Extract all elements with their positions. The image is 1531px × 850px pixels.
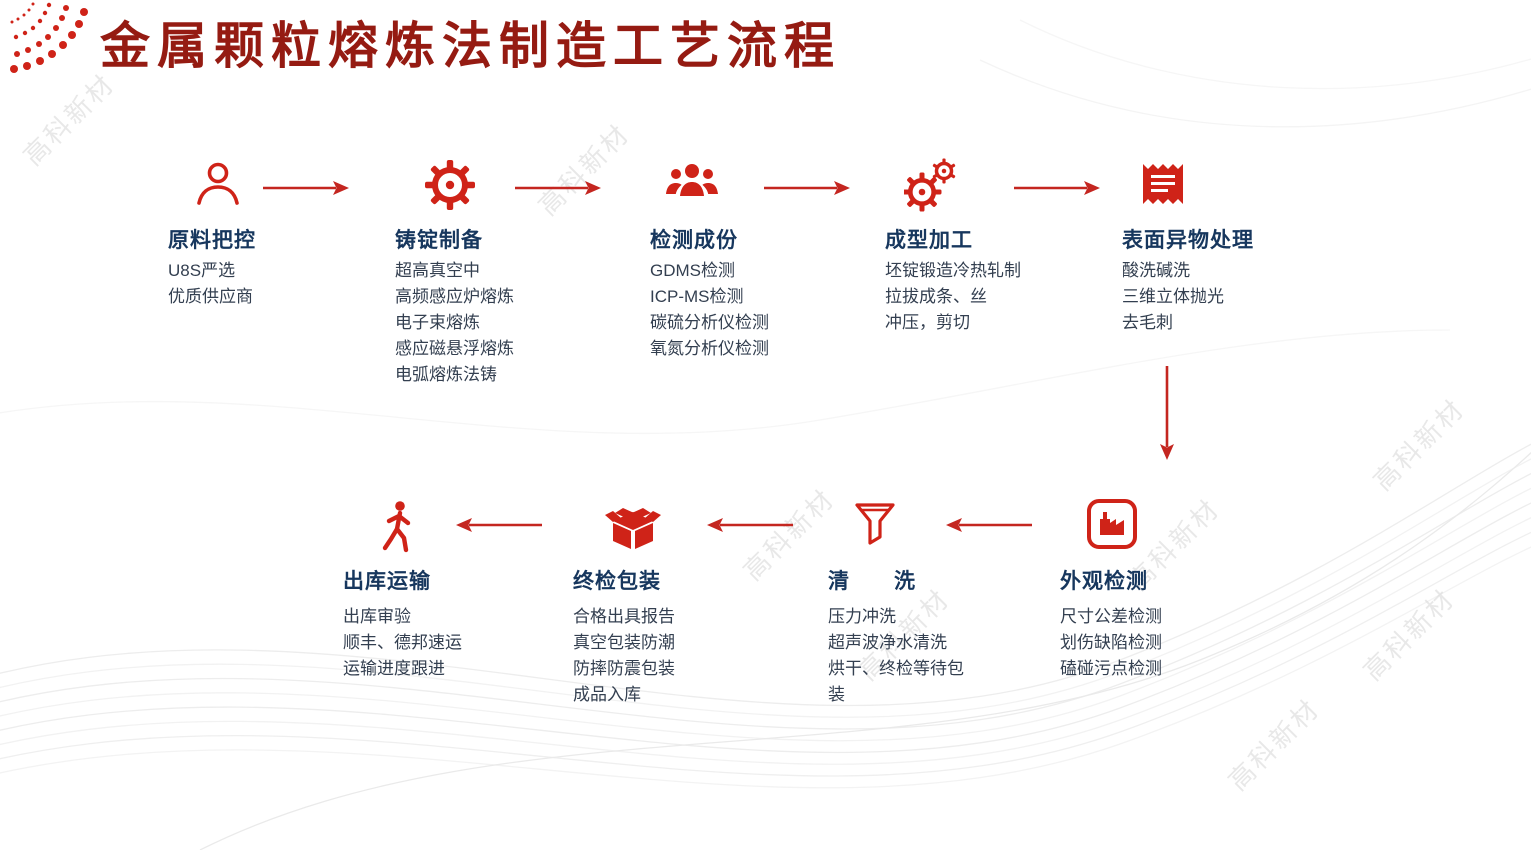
inspection-badge-icon — [1086, 498, 1138, 555]
step-detail-line: 优质供应商 — [168, 287, 253, 306]
flow-arrow-down — [1158, 365, 1176, 466]
page-title: 金属颗粒熔炼法制造工艺流程 — [100, 18, 841, 74]
step-detail-list: 酸洗碱洗 三维立体抛光 去毛刺 — [1122, 258, 1224, 336]
step-title: 终检包装 — [573, 570, 661, 593]
dots-logo — [10, 2, 88, 73]
step-title: 检测成份 — [650, 229, 738, 252]
step-detail-list: 超高真空中 高频感应炉熔炼 电子束熔炼 感应磁悬浮熔炼 电弧熔炼法铸 — [395, 258, 514, 388]
step-detail-line: 超声波净水清洗 — [828, 633, 947, 652]
step-detail-line: 运输进度跟进 — [343, 659, 445, 678]
step-title: 成型加工 — [885, 229, 973, 252]
gear-icon — [423, 158, 477, 217]
step-detail-line: U8S严选 — [168, 261, 236, 280]
step-detail-line: 酸洗碱洗 — [1122, 261, 1190, 280]
step-detail-line: 磕碰污点检测 — [1060, 659, 1162, 678]
step-title: 出库运输 — [343, 570, 431, 593]
step-detail-line: 坯锭锻造冷热轧制 — [885, 261, 1021, 280]
step-detail-line: 出库审验 — [343, 607, 411, 626]
flow-arrow-right — [1013, 179, 1101, 202]
step-detail-list: GDMS检测 ICP-MS检测 碳硫分析仪检测 氧氮分析仪检测 — [650, 258, 769, 362]
step-detail-line: 成品入库 — [573, 685, 641, 704]
step-detail-list: 尺寸公差检测 划伤缺陷检测 磕碰污点检测 — [1060, 604, 1162, 682]
step-detail-line: 拉拔成条、丝 — [885, 287, 987, 306]
step-title: 外观检测 — [1060, 570, 1148, 593]
step-detail-line: 烘干、终检等待包装 — [828, 659, 964, 704]
step-detail-line: 电弧熔炼法铸 — [395, 365, 497, 384]
step-detail-list: 压力冲洗 超声波净水清洗 烘干、终检等待包装 — [828, 604, 980, 708]
step-detail-list: 合格出具报告 真空包装防潮 防摔防震包装 成品入库 — [573, 604, 675, 708]
walking-person-icon — [376, 498, 420, 559]
flow-arrow-right — [514, 179, 602, 202]
open-box-icon — [605, 498, 661, 557]
step-detail-line: 去毛刺 — [1122, 313, 1173, 332]
step-detail-line: 三维立体抛光 — [1122, 287, 1224, 306]
flow-arrow-left — [945, 516, 1033, 539]
step-detail-line: 冲压，剪切 — [885, 313, 970, 332]
flow-arrow-left — [455, 516, 543, 539]
step-detail-line: 碳硫分析仪检测 — [650, 313, 769, 332]
step-detail-line: 电子束熔炼 — [395, 313, 480, 332]
step-detail-line: 划伤缺陷检测 — [1060, 633, 1162, 652]
step-detail-line: 高频感应炉熔炼 — [395, 287, 514, 306]
receipt-icon — [1139, 158, 1187, 215]
flow-arrow-right — [763, 179, 851, 202]
step-detail-line: 防摔防震包装 — [573, 659, 675, 678]
step-detail-line: 合格出具报告 — [573, 607, 675, 626]
gears-icon — [902, 158, 958, 217]
step-detail-line: 尺寸公差检测 — [1060, 607, 1162, 626]
step-detail-line: 感应磁悬浮熔炼 — [395, 339, 514, 358]
step-title: 原料把控 — [168, 229, 256, 252]
step-detail-line: ICP-MS检测 — [650, 287, 744, 306]
step-detail-line: 超高真空中 — [395, 261, 480, 280]
step-detail-line: GDMS检测 — [650, 261, 735, 280]
step-detail-line: 压力冲洗 — [828, 607, 896, 626]
step-detail-line: 顺丰、德邦速运 — [343, 633, 462, 652]
step-detail-line: 真空包装防潮 — [573, 633, 675, 652]
flow-arrow-left — [706, 516, 794, 539]
step-detail-list: 坯锭锻造冷热轧制 拉拔成条、丝 冲压，剪切 — [885, 258, 1021, 336]
step-title: 表面异物处理 — [1122, 229, 1254, 252]
step-detail-list: 出库审验 顺丰、德邦速运 运输进度跟进 — [343, 604, 462, 682]
step-detail-list: U8S严选 优质供应商 — [168, 258, 253, 310]
flow-arrow-right — [262, 179, 350, 202]
funnel-icon — [853, 498, 897, 555]
step-detail-line: 氧氮分析仪检测 — [650, 339, 769, 358]
step-title: 铸锭制备 — [395, 229, 483, 252]
team-icon — [664, 158, 720, 215]
step-title: 清 洗 — [828, 570, 916, 593]
person-icon — [192, 158, 244, 215]
